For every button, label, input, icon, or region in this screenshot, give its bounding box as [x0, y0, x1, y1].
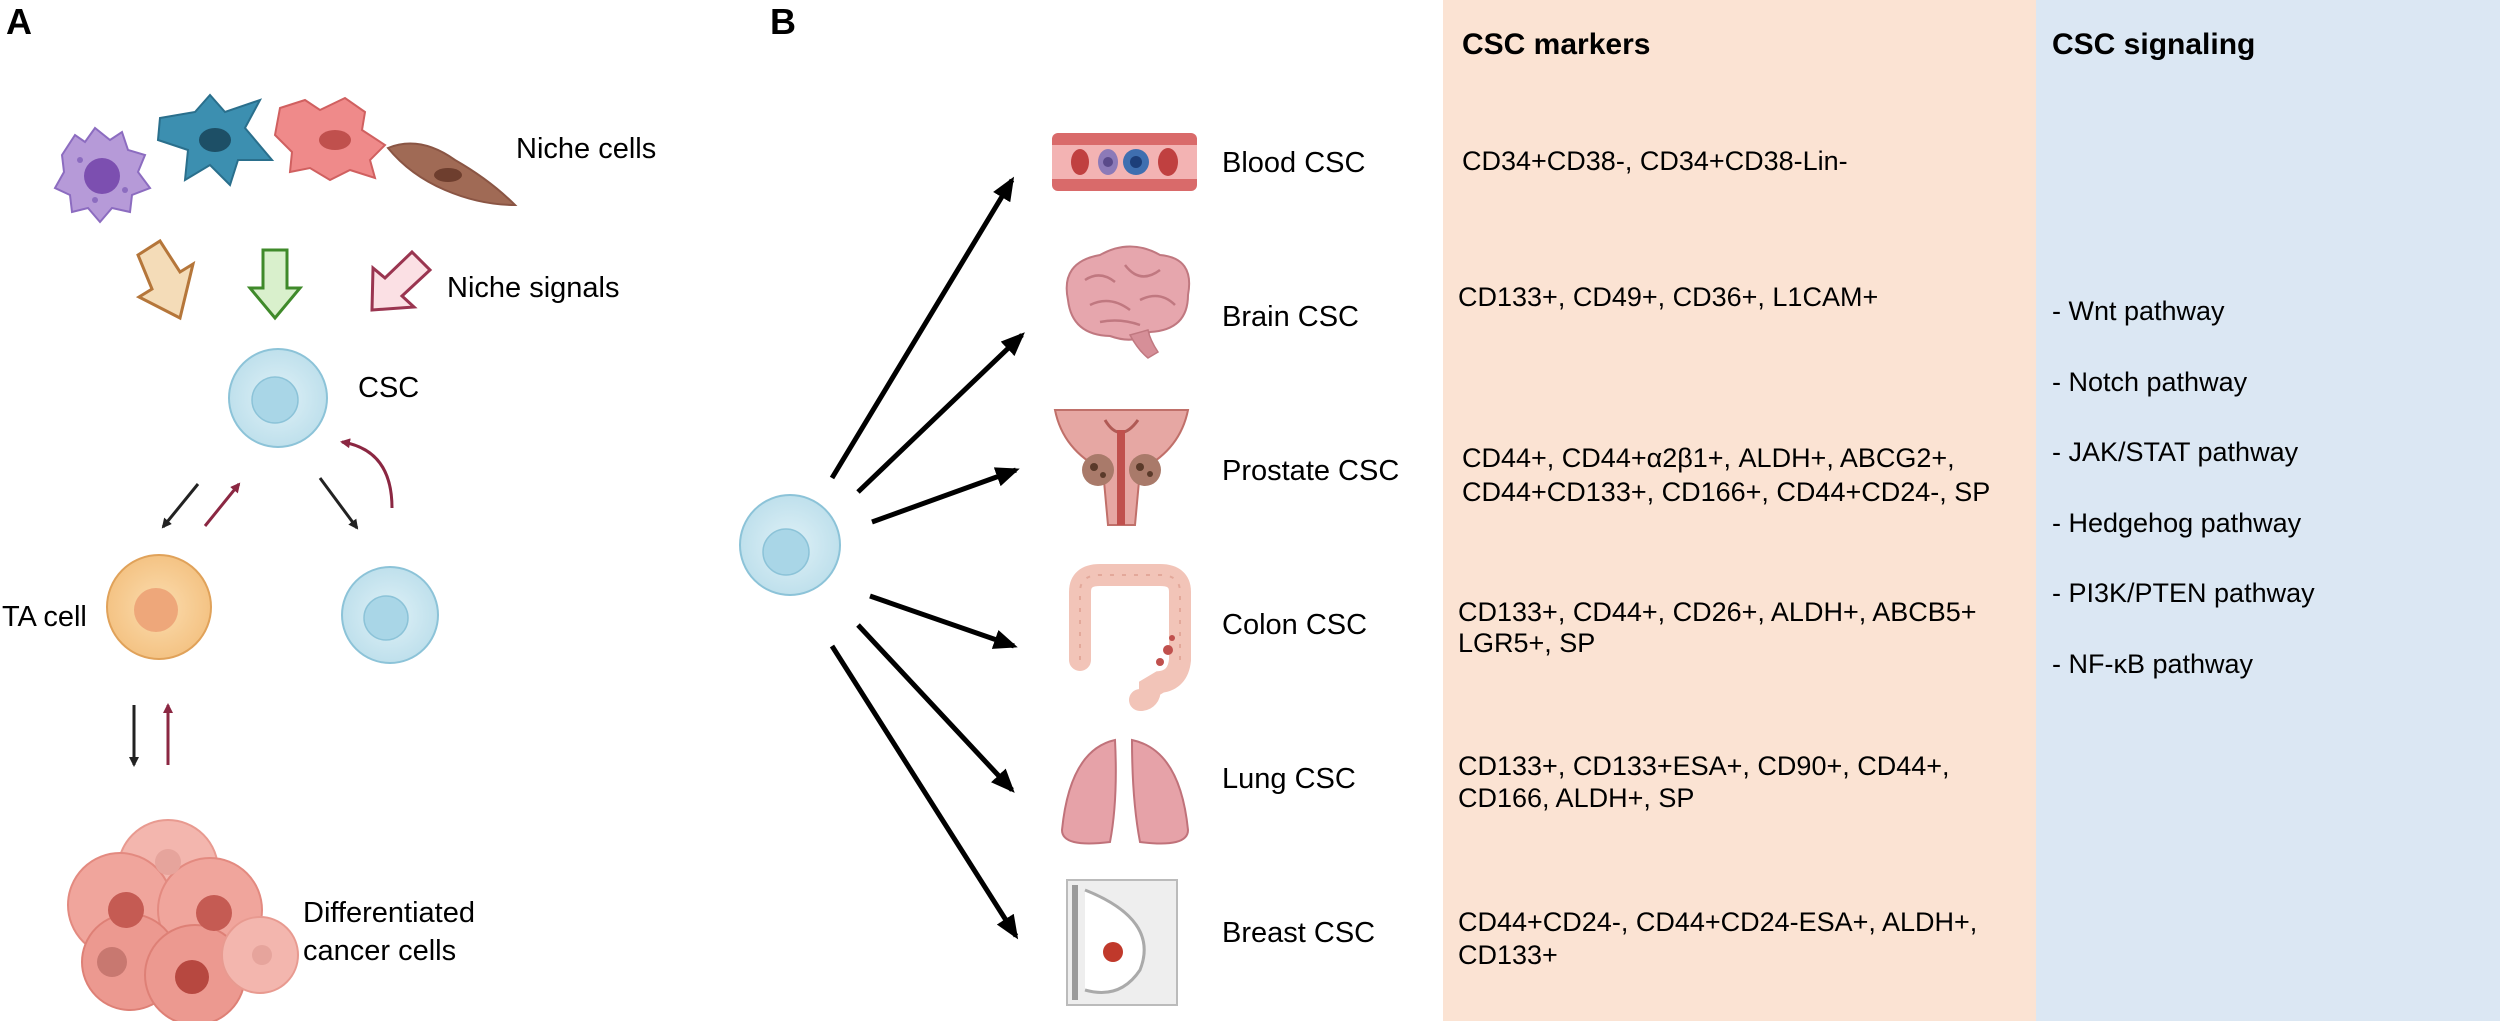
csc-cell — [228, 348, 328, 448]
niche-signal-arrow-pink — [370, 249, 433, 312]
pathway-wnt: - Wnt pathway — [2052, 296, 2225, 326]
niche-cell-red — [273, 96, 387, 182]
arrow-curved-return — [340, 438, 394, 509]
niche-signal-arrow-orange — [135, 238, 196, 321]
niche-signals-label: Niche signals — [447, 272, 619, 304]
markers-colon-line1: CD133+, CD44+, CD26+, ALDH+, ABCB5+ — [1458, 597, 1977, 627]
niche-cells-label: Niche cells — [516, 133, 656, 165]
pathway-nf-kb: - NF-κB pathway — [2052, 649, 2254, 679]
niche-cell-blue — [156, 93, 275, 187]
differentiated-label-line1: Differentiated — [303, 897, 475, 929]
signaling-header: CSC signaling — [2052, 28, 2255, 61]
signaling-column-bg — [2036, 0, 2500, 1021]
fan-arrow-colon — [869, 593, 1018, 649]
markers-lung-line2: CD166, ALDH+, SP — [1458, 783, 1694, 813]
markers-blood: CD34+CD38-, CD34+CD38-Lin- — [1462, 146, 1848, 176]
organ-label-prostate: Prostate CSC — [1222, 455, 1399, 487]
arrow-ta-to-csc — [203, 482, 241, 527]
markers-brain: CD133+, CD49+, CD36+, L1CAM+ — [1458, 282, 1878, 312]
markers-prostate-line2: CD44+CD133+, CD166+, CD44+CD24-, SP — [1462, 477, 1990, 507]
source-csc-cell — [739, 494, 841, 596]
differentiated-label-line2: cancer cells — [303, 935, 456, 967]
niche-signal-arrow-green — [246, 248, 304, 321]
markers-lung-line1: CD133+, CD133+ESA+, CD90+, CD44+, — [1458, 751, 1950, 781]
differentiated-cancer-cells — [67, 819, 299, 1021]
markers-column-bg — [1443, 0, 2036, 1021]
panel-a-letter: A — [6, 1, 32, 42]
organ-label-brain: Brain CSC — [1222, 301, 1359, 333]
brain-icon — [1065, 245, 1191, 359]
markers-breast-line1: CD44+CD24-, CD44+CD24-ESA+, ALDH+, — [1458, 907, 1977, 937]
pathway-pi3k-pten: - PI3K/PTEN pathway — [2052, 578, 2315, 608]
daughter-csc-cell — [341, 566, 439, 664]
colon-icon — [1069, 564, 1191, 711]
prostate-icon — [1053, 409, 1190, 526]
niche-cell-fibroblast — [386, 142, 518, 207]
fan-arrow-lung — [856, 623, 1015, 793]
organ-label-blood: Blood CSC — [1222, 147, 1365, 179]
markers-breast-line2: CD133+ — [1458, 940, 1558, 970]
ta-cell — [106, 554, 212, 660]
markers-prostate-line1: CD44+, CD44+α2β1+, ALDH+, ABCG2+, — [1462, 443, 1955, 473]
lungs-icon — [1060, 738, 1190, 845]
pathway-hedgehog: - Hedgehog pathway — [2052, 508, 2302, 538]
arrow-csc-self-renew — [318, 477, 359, 530]
csc-label: CSC — [358, 372, 419, 404]
panel-b-letter: B — [770, 1, 796, 42]
fan-arrow-prostate — [871, 467, 1020, 525]
fan-arrow-blood — [829, 176, 1015, 480]
markers-header: CSC markers — [1462, 28, 1650, 61]
fan-arrow-brain — [856, 332, 1025, 494]
fan-arrow-breast — [829, 644, 1019, 940]
pathway-jak-stat: - JAK/STAT pathway — [2052, 437, 2299, 467]
ta-cell-label: TA cell — [2, 601, 87, 633]
pathway-notch: - Notch pathway — [2052, 367, 2248, 397]
organ-label-colon: Colon CSC — [1222, 609, 1367, 641]
markers-colon-line2: LGR5+, SP — [1458, 628, 1595, 658]
organ-label-breast: Breast CSC — [1222, 917, 1375, 949]
niche-cell-purple — [53, 126, 152, 224]
organ-label-lung: Lung CSC — [1222, 763, 1356, 795]
arrow-csc-to-ta — [161, 483, 200, 529]
blood-vessel-icon — [1052, 133, 1197, 191]
breast-icon — [1066, 879, 1178, 1006]
